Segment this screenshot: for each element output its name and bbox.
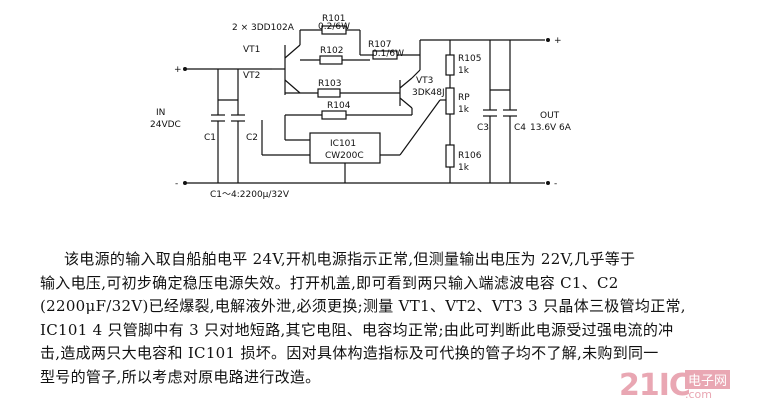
- c3-label: C3: [477, 123, 489, 133]
- r102-label: R102: [320, 46, 343, 56]
- resistor-r103: [317, 88, 341, 98]
- resistor-r104: [321, 110, 347, 120]
- r106-label: R106: [458, 151, 482, 161]
- in-voltage-label: 24VDC: [150, 120, 181, 130]
- r101-label: R101: [322, 14, 345, 24]
- c2-label: C2: [246, 133, 258, 143]
- watermark-domain: .com: [685, 388, 712, 401]
- rp-value: 1k: [458, 105, 470, 115]
- in-label: IN: [156, 108, 165, 118]
- output-terminal-plus: [546, 38, 550, 42]
- c4-label: C4: [514, 123, 526, 133]
- r104-label: R104: [327, 101, 351, 111]
- out-rating-label: 13.6V 6A: [530, 123, 572, 133]
- paragraph-line: (2200μF/32V)已经爆裂,电解液外泄,必须更换;测量 VT1、VT2、V…: [40, 297, 686, 315]
- output-minus-label: -: [554, 179, 557, 189]
- r103-label: R103: [318, 79, 341, 89]
- ic-name-label: IC101: [330, 139, 356, 149]
- watermark-logo: 21IC 电子网 .com: [619, 368, 757, 408]
- watermark-brand: 21IC: [619, 368, 691, 403]
- vt3-label: VT3: [416, 76, 433, 86]
- paragraph-line: 该电源的输入取自船舶电平 24V,开机电源指示正常,但测量输出电压为 22V,几…: [64, 250, 636, 268]
- paragraph-line: 输入电压,可初步确定稳压电源失效。打开机盖,即可看到两只输入端滤波电容 C1、C…: [40, 273, 619, 292]
- resistor-r106: [445, 144, 455, 168]
- output-plus-label: +: [554, 36, 562, 46]
- r106-value: 1k: [458, 163, 470, 173]
- ic-part-label: CW200C: [325, 151, 364, 161]
- r107-value: 0.1/6W: [372, 49, 404, 59]
- input-plus-label: +: [174, 65, 182, 75]
- c1-label: C1: [204, 133, 216, 143]
- paragraph-line: IC101 4 只管脚中有 3 只对地短路,其它电阻、电容均正常;由此可判断此电…: [40, 320, 674, 339]
- input-terminal-plus: [183, 67, 187, 71]
- watermark-cn: 电子网: [685, 370, 731, 389]
- input-minus-label: -: [175, 179, 178, 189]
- output-terminal-minus: [546, 181, 550, 185]
- r107-label: R107: [368, 40, 391, 50]
- rp-label: RP: [458, 93, 470, 103]
- vt1-label: VT1: [243, 45, 260, 55]
- resistor-r105: [445, 54, 455, 76]
- paragraph-line: 型号的管子,所以考虑对原电路进行改造。: [40, 367, 321, 386]
- input-terminal-minus: [183, 181, 187, 185]
- caps-note-label: C1～4:2200μ/32V: [210, 190, 290, 200]
- r105-label: R105: [458, 54, 481, 64]
- circuit-schematic: + - + - C1 C2 IN 24VDC 2 × 3DD102A VT1 V…: [150, 14, 572, 200]
- r101-value: 0.2/6W: [318, 22, 350, 32]
- r105-value: 1k: [458, 66, 470, 76]
- vt3-part-label: 3DK48J: [412, 88, 445, 98]
- potentiometer-rp: [445, 87, 455, 115]
- vt2-label: VT2: [243, 71, 260, 81]
- description-paragraph: 该电源的输入取自船舶电平 24V,开机电源指示正常,但测量输出电压为 22V,几…: [40, 248, 730, 389]
- paragraph-line: 击,造成两只大电容和 IC101 损坏。因对具体构造指标及可代换的管子均不了解,…: [40, 344, 659, 362]
- out-label: OUT: [540, 111, 560, 121]
- resistor-r102: [319, 55, 343, 65]
- transistor-pair-label: 2 × 3DD102A: [232, 23, 295, 33]
